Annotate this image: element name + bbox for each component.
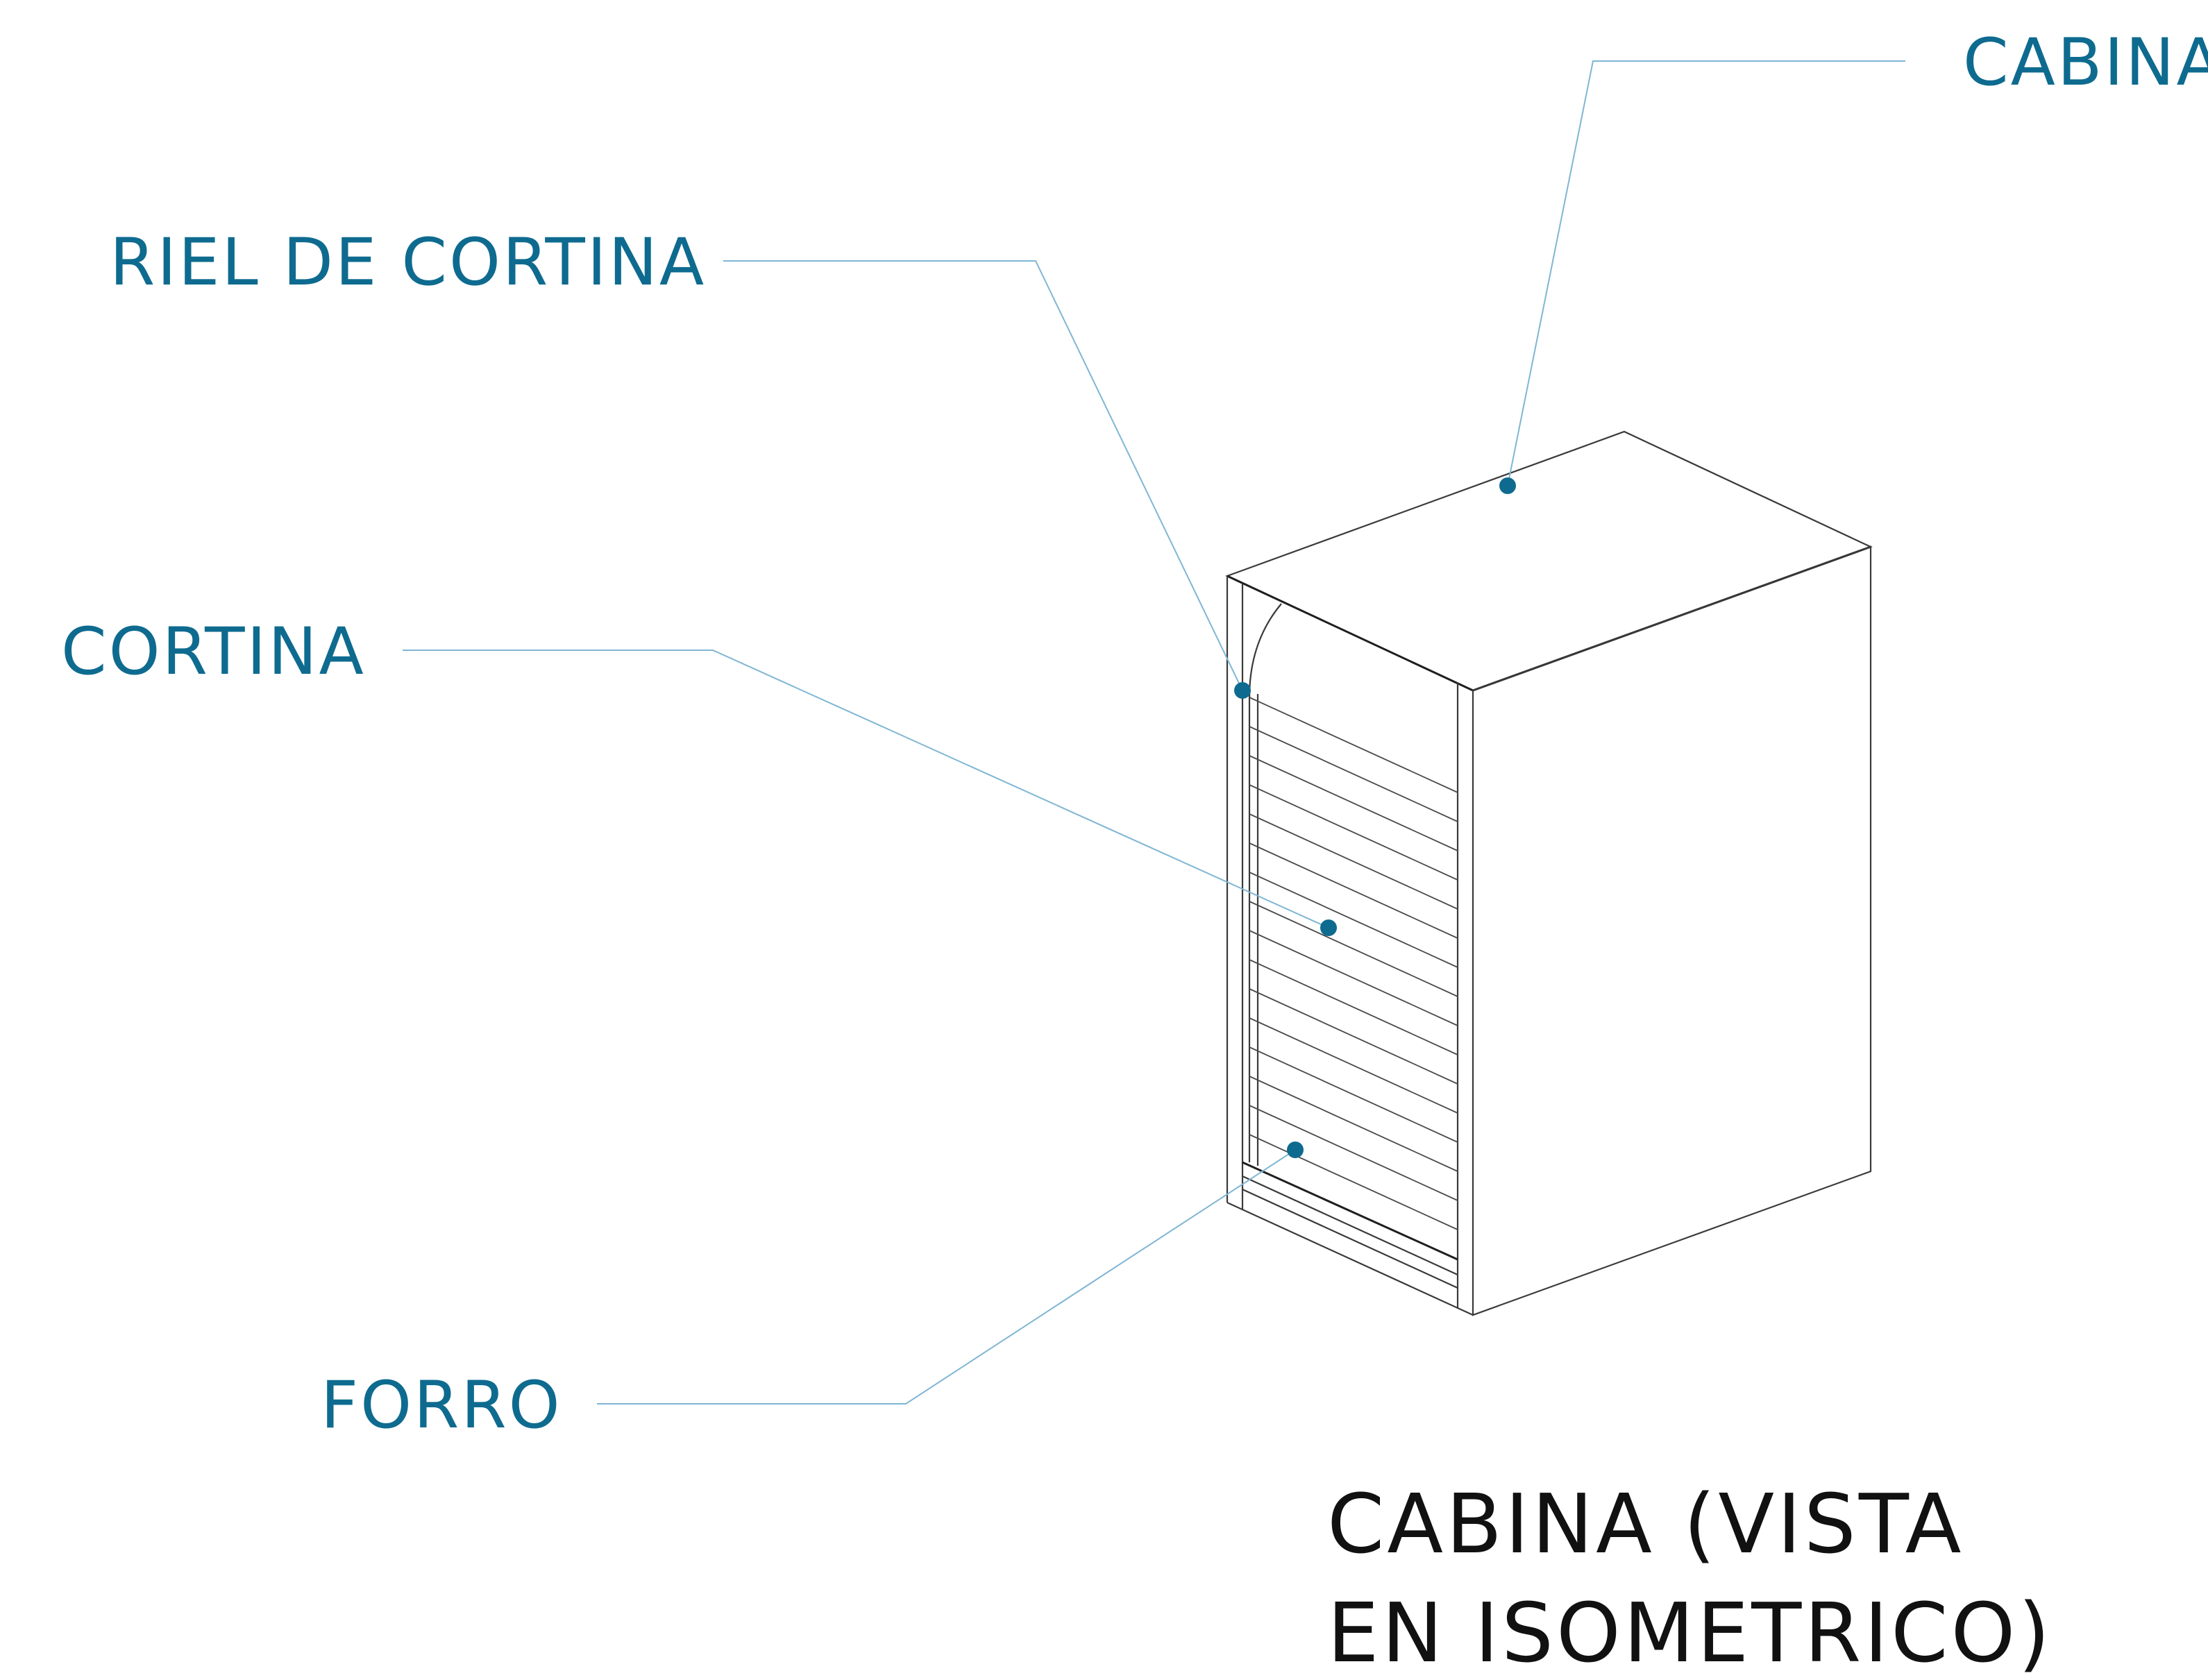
leader-lines <box>403 60 1905 1405</box>
curtain-slat <box>1249 1105 1458 1201</box>
curtain-slats <box>1249 697 1458 1230</box>
leader-forro <box>597 1149 1296 1405</box>
marker-dots <box>1234 477 1516 1158</box>
curtain-slat <box>1249 959 1458 1055</box>
curtain-slat <box>1249 755 1458 851</box>
cabinet-bottom-front-edge <box>1227 1201 1474 1316</box>
curtain-slat <box>1249 1076 1458 1172</box>
leader-riel <box>723 260 1243 691</box>
curtain-slat <box>1249 1046 1458 1143</box>
caption-line-2: EN ISOMETRICO) <box>1327 1585 2053 1680</box>
dot-cortina <box>1320 919 1337 936</box>
curtain-slat <box>1249 1134 1458 1230</box>
cabinet-right-face <box>1472 545 1872 1316</box>
curtain-rail-curve <box>1248 603 1282 698</box>
cabinet-top-face <box>1225 430 1873 692</box>
curtain-slat <box>1249 930 1458 1026</box>
dot-cabina <box>1499 477 1516 494</box>
caption-line-1: CABINA (VISTA <box>1327 1476 1964 1572</box>
curtain-slat <box>1249 1017 1458 1114</box>
curtain-slat <box>1249 872 1458 968</box>
curtain-slat <box>1249 726 1458 822</box>
leader-cortina <box>403 650 1329 928</box>
label-cabina: CABINA <box>1963 25 2208 101</box>
curtain-slat <box>1249 784 1458 881</box>
curtain-slat <box>1249 988 1458 1085</box>
cabinet-bottom-inner-edge-2 <box>1242 1175 1458 1276</box>
label-riel-de-cortina: RIEL DE CORTINA <box>110 225 706 300</box>
dot-riel <box>1234 682 1251 699</box>
lining-strip <box>1242 1161 1458 1261</box>
label-forro: FORRO <box>321 1368 562 1443</box>
curtain-slat <box>1249 697 1458 793</box>
label-cortina: CORTINA <box>61 614 366 690</box>
leader-cabina <box>1507 60 1905 486</box>
cabinet-drawing <box>1225 430 1873 1316</box>
curtain-slat <box>1249 901 1458 997</box>
curtain-slat <box>1249 842 1458 939</box>
cabinet-bottom-inner-edge <box>1242 1188 1458 1289</box>
cabinet-top-front-edge <box>1227 575 1474 692</box>
curtain-slat <box>1249 813 1458 910</box>
dot-forro <box>1287 1142 1304 1158</box>
